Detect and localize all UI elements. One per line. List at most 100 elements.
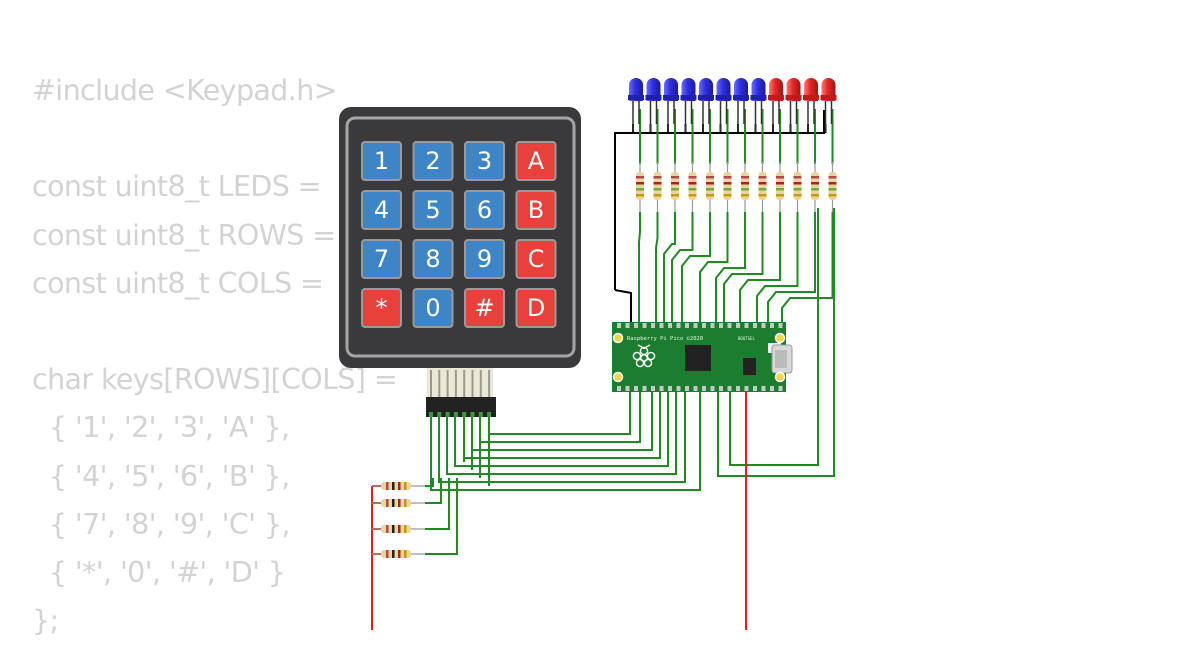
raspberry-pi-pico-board[interactable]: Raspberry Pi Pico ©2020 BOOTSEL bbox=[612, 322, 793, 392]
keypad-wire bbox=[488, 392, 631, 486]
keypad-key-3[interactable]: 3 bbox=[464, 141, 505, 181]
blue-led bbox=[645, 78, 662, 132]
key-label: D bbox=[527, 294, 545, 322]
led-wire bbox=[655, 212, 659, 322]
key-label: 8 bbox=[425, 245, 440, 273]
blue-led bbox=[698, 78, 714, 132]
led-wire bbox=[715, 212, 746, 322]
row-wire bbox=[425, 478, 450, 530]
keypad-wire bbox=[471, 392, 653, 470]
key-label: * bbox=[376, 294, 388, 322]
key-label: B bbox=[528, 196, 544, 224]
row-wire bbox=[425, 478, 434, 487]
red-led bbox=[785, 78, 802, 132]
led-wire bbox=[663, 212, 676, 322]
keypad-key-5[interactable]: 5 bbox=[412, 190, 454, 230]
led-wire bbox=[781, 212, 834, 322]
blue-led bbox=[733, 78, 749, 132]
key-label: 4 bbox=[374, 196, 389, 224]
code-line: { '7', '8', '9', 'C' }, bbox=[32, 507, 291, 541]
resistor bbox=[723, 162, 732, 212]
led-array bbox=[628, 78, 837, 132]
led-wire bbox=[699, 212, 729, 322]
ground-wire bbox=[614, 289, 632, 322]
code-line: { '*', '0', '#', 'D' } bbox=[32, 555, 286, 589]
mounting-hole bbox=[774, 371, 786, 383]
resistor bbox=[372, 550, 425, 558]
code-line: char keys[ROWS][COLS] = bbox=[32, 363, 398, 397]
blue-led bbox=[715, 78, 732, 132]
blue-led bbox=[663, 78, 679, 132]
code-line: { '4', '5', '6', 'B' }, bbox=[32, 459, 290, 493]
keypad-key-*[interactable]: * bbox=[361, 288, 402, 328]
keypad-wire bbox=[463, 392, 661, 462]
keypad-border bbox=[345, 116, 576, 358]
keypad-wire bbox=[430, 392, 701, 491]
resistor bbox=[688, 162, 697, 212]
row-wire bbox=[425, 478, 458, 555]
resistor bbox=[653, 162, 662, 212]
bootsel-label: BOOTSEL bbox=[738, 336, 755, 341]
keypad-wire bbox=[438, 392, 686, 483]
row-pulldown-resistors bbox=[372, 482, 425, 558]
code-line: const uint8_t LEDS = bbox=[32, 170, 322, 204]
keypad-key-D[interactable]: D bbox=[515, 288, 557, 328]
pico-silkscreen: Raspberry Pi Pico ©2020 bbox=[627, 336, 703, 342]
keypad-key-1[interactable]: 1 bbox=[361, 141, 402, 181]
blue-led bbox=[750, 78, 767, 132]
code-line: { '1', '2', '3', 'A' }, bbox=[32, 411, 290, 445]
keypad-header-connector bbox=[426, 397, 496, 417]
keypad-key-C[interactable]: C bbox=[515, 239, 557, 279]
keypad-key-7[interactable]: 7 bbox=[361, 239, 402, 279]
resistor bbox=[776, 162, 784, 212]
keypad-key-0[interactable]: 0 bbox=[412, 288, 454, 328]
resistor bbox=[372, 525, 425, 533]
rp2040-chip bbox=[685, 345, 711, 371]
led-wire bbox=[717, 208, 835, 477]
resistor bbox=[372, 499, 425, 507]
keypad-key-9[interactable]: 9 bbox=[464, 239, 505, 279]
led-resistor-bank bbox=[636, 162, 837, 212]
mounting-hole bbox=[612, 371, 624, 383]
keypad-key-#[interactable]: # bbox=[464, 288, 505, 328]
blue-led bbox=[680, 78, 697, 132]
code-line: #include <Keypad.h> bbox=[32, 74, 338, 107]
led-wire bbox=[767, 212, 816, 322]
red-led bbox=[820, 78, 837, 132]
resistor bbox=[828, 162, 837, 212]
resistor bbox=[741, 162, 749, 212]
keypad-key-B[interactable]: B bbox=[515, 190, 557, 230]
key-label: 5 bbox=[425, 196, 440, 224]
flash-chip bbox=[743, 358, 756, 375]
wires bbox=[371, 109, 835, 630]
key-label: A bbox=[528, 147, 545, 175]
keypad-key-2[interactable]: 2 bbox=[412, 141, 454, 181]
resistor bbox=[372, 482, 425, 490]
led-wire bbox=[671, 212, 694, 322]
key-label: # bbox=[474, 294, 494, 322]
keypad-key-4[interactable]: 4 bbox=[361, 190, 402, 230]
led-wire bbox=[739, 212, 781, 322]
key-label: 0 bbox=[425, 294, 440, 322]
red-led bbox=[768, 78, 784, 132]
code-editor-text: #include <Keypad.h> const uint8_t LEDS = c… bbox=[32, 67, 398, 645]
keypad-key-6[interactable]: 6 bbox=[464, 190, 505, 230]
led-wire bbox=[723, 212, 764, 322]
key-label: 9 bbox=[477, 245, 492, 273]
resistor bbox=[706, 162, 714, 212]
keypad-wire bbox=[454, 392, 669, 467]
code-line: const uint8_t COLS = bbox=[32, 266, 324, 300]
mounting-hole bbox=[774, 332, 786, 344]
keypad-key-8[interactable]: 8 bbox=[412, 239, 454, 279]
keypad-wire bbox=[446, 392, 677, 475]
raspberry-logo-icon bbox=[632, 344, 656, 368]
resistor bbox=[793, 162, 802, 212]
keypad-wire bbox=[479, 392, 641, 478]
led-wire bbox=[638, 212, 641, 322]
keypad-key-A[interactable]: A bbox=[515, 141, 557, 181]
key-label: C bbox=[528, 245, 545, 273]
led-wire bbox=[681, 212, 711, 322]
key-label: 3 bbox=[477, 147, 492, 175]
